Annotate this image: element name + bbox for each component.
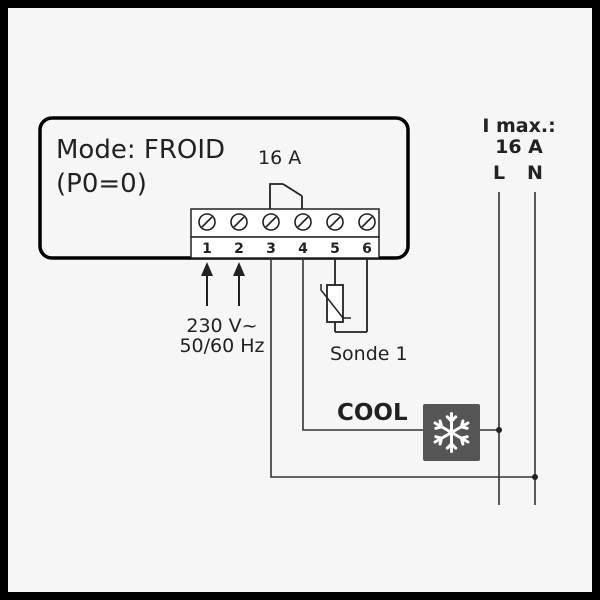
mains-rails [498,192,536,505]
supply-voltage: 230 V~ [186,315,257,337]
thermistor-symbol [320,284,351,323]
snowflake-icon [423,404,480,461]
terminal-screw [358,213,376,231]
terminal-screw [262,213,280,231]
terminal-number: 3 [266,241,276,257]
diagram-background [8,8,592,592]
cool-label: COOL [337,400,408,426]
terminal-screws [198,213,376,231]
terminal-screw [326,213,344,231]
terminal-block [190,208,380,259]
junction-dots [496,427,538,480]
terminal-screw [294,213,312,231]
terminal-screw [198,213,216,231]
terminal-number: 6 [362,241,372,257]
terminal-number: 5 [330,241,340,257]
param-label: (P0=0) [56,169,147,199]
relay-contact [269,183,303,210]
load-wiring [270,258,535,478]
sensor-label: Sonde 1 [330,343,408,365]
terminal-screw [230,213,248,231]
neutral-label: N [527,162,543,184]
line-label: L [493,162,505,184]
terminal-number: 4 [298,241,308,257]
terminal-labels: 1 2 3 4 5 6 [202,241,372,257]
mode-label: Mode: FROID [56,135,225,165]
relay-rating: 16 A [258,147,301,169]
sensor-wiring [334,258,368,333]
terminal-number: 1 [202,241,212,257]
imax-value: 16 A [495,136,543,158]
imax-label: I max.: [482,115,555,137]
terminal-number: 2 [234,241,244,257]
supply-frequency: 50/60 Hz [179,335,264,357]
supply-arrows [201,262,245,306]
